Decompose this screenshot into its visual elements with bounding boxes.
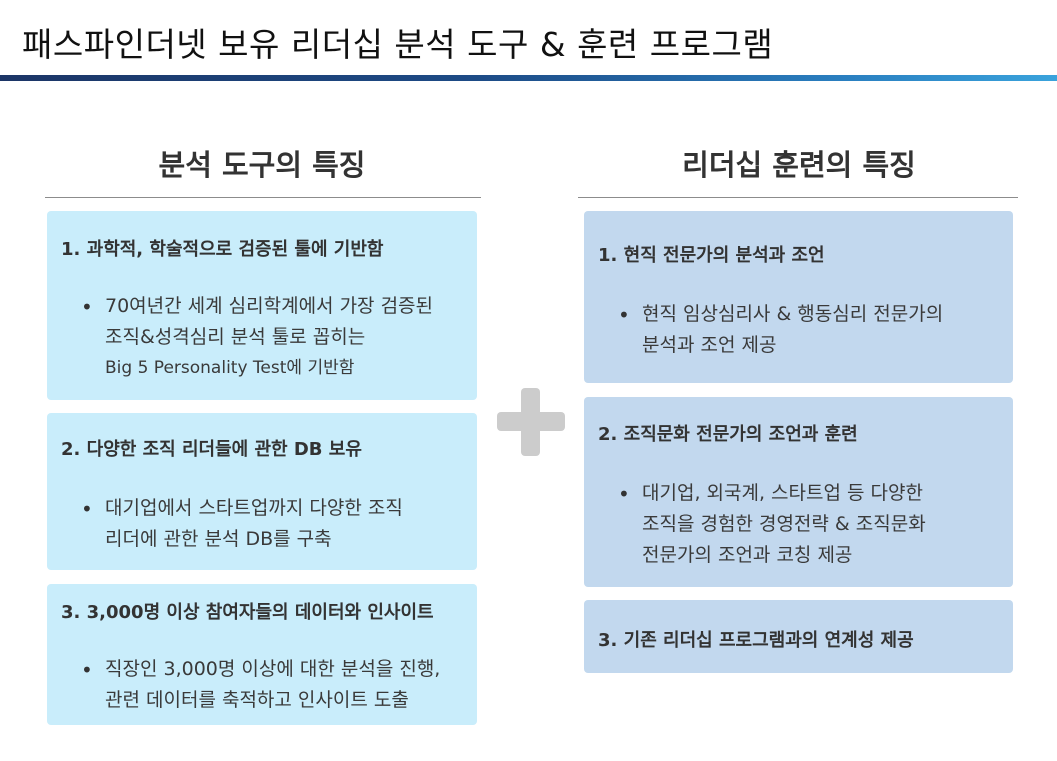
card-title: 3. 3,000명 이상 참여자들의 데이터와 인사이트 [61, 602, 434, 623]
card-body-line: 리더에 관한 분석 DB를 구축 [105, 528, 332, 550]
left-column-heading: 분석 도구의 특징 [158, 148, 366, 182]
card-body-line: 분석과 조언 제공 [642, 334, 777, 356]
card-title: 3. 기존 리더십 프로그램과의 연계성 제공 [598, 630, 914, 651]
title-divider [0, 75, 1057, 81]
card-body-line: 전문가의 조언과 코칭 제공 [642, 544, 853, 566]
left-column-divider [45, 197, 481, 198]
training-feature-card-3: 3. 기존 리더십 프로그램과의 연계성 제공 [584, 600, 1013, 673]
card-title: 1. 현직 전문가의 분석과 조언 [598, 245, 825, 266]
bullet-icon: • [618, 303, 630, 327]
card-body: 현직 임상심리사 & 행동심리 전문가의 분석과 조언 제공 [642, 299, 943, 361]
card-title: 2. 조직문화 전문가의 조언과 훈련 [598, 424, 858, 445]
card-title: 2. 다양한 조직 리더들에 관한 DB 보유 [61, 439, 362, 460]
card-body-line: 대기업, 외국계, 스타트업 등 다양한 [642, 482, 923, 504]
analysis-feature-card-2: 2. 다양한 조직 리더들에 관한 DB 보유 • 대기업에서 스타트업까지 다… [47, 413, 477, 570]
card-body-line: 대기업에서 스타트업까지 다양한 조직 [105, 497, 403, 519]
plus-icon [497, 388, 565, 456]
card-body-line: 조직을 경험한 경영전략 & 조직문화 [642, 513, 926, 535]
card-body-line: 조직&성격심리 분석 툴로 꼽히는 [105, 326, 366, 348]
card-body-line: 관련 데이터를 축적하고 인사이트 도출 [105, 689, 409, 711]
card-body-line: Big 5 Personality Test에 기반함 [105, 358, 355, 378]
card-body-line: 70여년간 세계 심리학계에서 가장 검증된 [105, 295, 434, 317]
bullet-icon: • [81, 497, 93, 521]
plus-icon-vertical-bar [521, 388, 540, 456]
bullet-icon: • [81, 658, 93, 682]
training-feature-card-2: 2. 조직문화 전문가의 조언과 훈련 • 대기업, 외국계, 스타트업 등 다… [584, 397, 1013, 587]
right-column-divider [578, 197, 1018, 198]
card-title: 1. 과학적, 학술적으로 검증된 툴에 기반함 [61, 239, 384, 260]
page-title: 패스파인더넷 보유 리더십 분석 도구 & 훈련 프로그램 [22, 25, 774, 64]
card-body: 대기업, 외국계, 스타트업 등 다양한 조직을 경험한 경영전략 & 조직문화… [642, 478, 926, 571]
card-body: 직장인 3,000명 이상에 대한 분석을 진행, 관련 데이터를 축적하고 인… [105, 654, 440, 716]
training-feature-card-1: 1. 현직 전문가의 분석과 조언 • 현직 임상심리사 & 행동심리 전문가의… [584, 211, 1013, 383]
bullet-icon: • [618, 482, 630, 506]
analysis-feature-card-1: 1. 과학적, 학술적으로 검증된 툴에 기반함 • 70여년간 세계 심리학계… [47, 211, 477, 400]
right-column-heading: 리더십 훈련의 특징 [682, 148, 916, 182]
analysis-feature-card-3: 3. 3,000명 이상 참여자들의 데이터와 인사이트 • 직장인 3,000… [47, 584, 477, 725]
card-body: 대기업에서 스타트업까지 다양한 조직 리더에 관한 분석 DB를 구축 [105, 493, 403, 555]
card-body-line: 현직 임상심리사 & 행동심리 전문가의 [642, 303, 944, 325]
card-body: 70여년간 세계 심리학계에서 가장 검증된 조직&성격심리 분석 툴로 꼽히는… [105, 291, 433, 384]
bullet-icon: • [81, 295, 93, 319]
card-body-line: 직장인 3,000명 이상에 대한 분석을 진행, [105, 658, 441, 680]
